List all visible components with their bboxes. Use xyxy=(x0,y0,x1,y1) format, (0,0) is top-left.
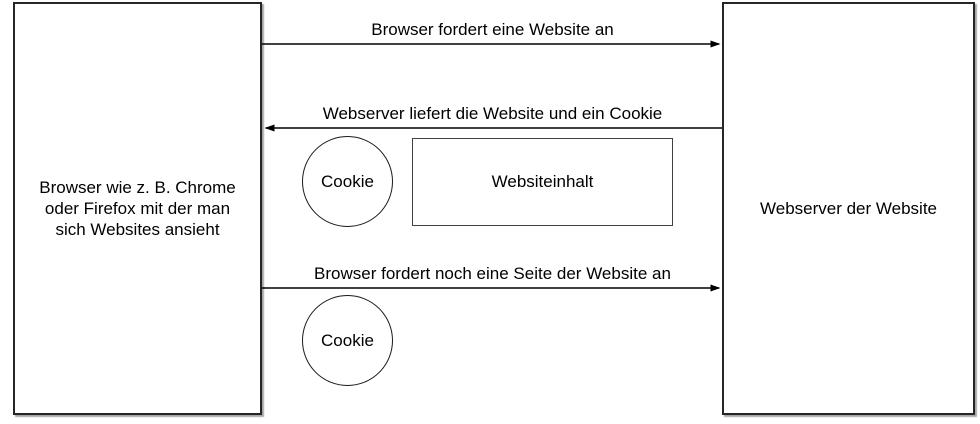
browser-box-label: Browser wie z. B. Chrome oder Firefox mi… xyxy=(31,177,244,240)
cookie-circle-response: Cookie xyxy=(302,136,393,227)
arrow-second-request-label: Browser fordert noch eine Seite der Webs… xyxy=(314,264,671,283)
cookie-circle-response-label: Cookie xyxy=(321,171,374,191)
cookie-circle-second-request: Cookie xyxy=(302,295,393,386)
cookie-circle-second-request-label: Cookie xyxy=(321,330,374,350)
webserver-box-label: Webserver der Website xyxy=(760,199,937,218)
browser-box: Browser wie z. B. Chrome oder Firefox mi… xyxy=(13,2,262,415)
arrow-response-label: Webserver liefert die Website und ein Co… xyxy=(322,104,663,123)
browser-box-label-line-3: sich Websites ansieht xyxy=(55,220,220,239)
browser-box-label-line-1: Browser wie z. B. Chrome xyxy=(39,178,236,197)
arrow-request-label: Browser fordert eine Website an xyxy=(371,20,614,39)
browser-box-label-line-2: oder Firefox mit der man xyxy=(44,199,231,218)
webserver-box: Webserver der Website xyxy=(722,2,975,415)
website-content-box: Websiteinhalt xyxy=(412,138,673,226)
website-content-box-label: Websiteinhalt xyxy=(491,172,594,191)
